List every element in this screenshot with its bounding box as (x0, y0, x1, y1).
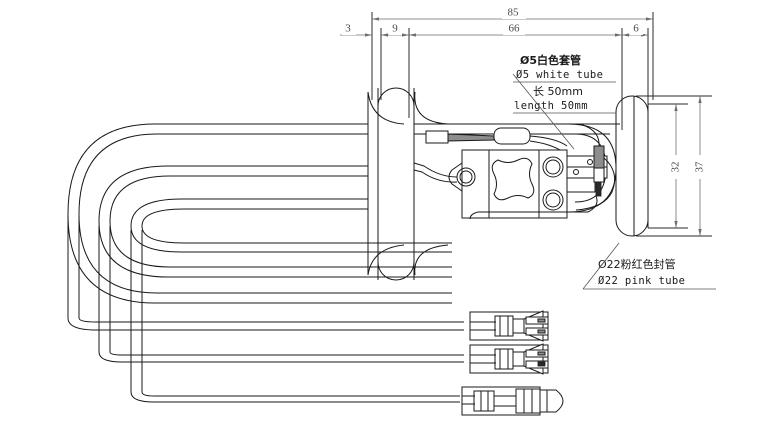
spade-1-crimp-barrel (494, 315, 514, 337)
vertical-dimensions: 32 37 (636, 95, 712, 237)
terminal-pin-collar (593, 145, 605, 169)
pink-tube-note-line1: Ø22粉红色封管 (598, 257, 676, 271)
white-tube-note-line4: length 50mm (514, 100, 588, 112)
dim-label-3: 3 (345, 23, 351, 35)
dim-label-9: 9 (392, 23, 398, 35)
dim-label-32: 32 (670, 162, 682, 173)
tube-loop-inner-line-a (131, 199, 452, 252)
terminal-pin-body (593, 167, 605, 183)
end-cap-inner-return (568, 124, 616, 212)
spade-2-contact-upper (537, 351, 546, 356)
end-cap-outline (616, 96, 648, 236)
terminal-pin-tip (595, 181, 602, 197)
spade-1-contact-lower (537, 329, 546, 334)
spade-1-neck (512, 318, 525, 334)
sleeve-left-crimp (425, 130, 449, 144)
dim-label-66: 66 (509, 23, 521, 35)
lead-wires (68, 214, 464, 402)
terminal-screw-lower (574, 170, 579, 175)
lead-wire-2-line-b (110, 226, 464, 355)
lead-wire-2-line-a (99, 226, 464, 362)
horizontal-dimensions (340, 17, 653, 37)
white-tube-note-line1: Ø5白色套管 (520, 53, 581, 67)
white-tube-note: Ø5白色套管 Ø5 white tube 长 50mm length 50mm (512, 53, 616, 150)
spade-2-slot-upper (525, 349, 549, 358)
spade-terminal-1 (469, 310, 549, 342)
white-tube-leader-line (512, 73, 575, 150)
white-sleeve-insulator (425, 127, 567, 152)
spade-terminal-2 (469, 343, 549, 375)
switch-box-mounting-ear (449, 163, 462, 191)
switch-box-ear-wire-2 (414, 170, 457, 182)
switch-box-port-lower-outer (543, 190, 563, 210)
terminal-wire-return-tail (470, 212, 478, 219)
horizontal-dimension-labels: 85 3 9 66 6 (342, 6, 643, 35)
lead-wire-1-line-b (79, 214, 464, 322)
sleeve-barrel (493, 127, 531, 145)
spade-1-slot-upper (525, 316, 549, 325)
bullet-terminal-3 (461, 386, 564, 416)
bullet-3-crimp-barrel (473, 390, 495, 412)
dim-label-37: 37 (694, 161, 706, 173)
bullet-3-nose (539, 389, 564, 413)
switch-box-scalloped-window (492, 158, 534, 200)
flange-fillet-lower-right (415, 245, 448, 275)
dim-label-6: 6 (633, 23, 639, 35)
flange-fillet-upper-left (368, 92, 404, 124)
thermostat-switch-box (414, 149, 568, 219)
heating-element-tube-loops (68, 124, 452, 303)
tube-loop-middle-line-b (110, 176, 452, 267)
sleeve-exit-wire (530, 136, 567, 146)
mounting-flange (368, 88, 448, 280)
white-tube-note-line3: 长 50mm (533, 85, 583, 98)
dim-label-85: 85 (508, 7, 520, 19)
lead-wire-3-line-a (131, 230, 460, 402)
tube-loop-outer-line-a (68, 124, 452, 303)
spade-1-contact-upper (537, 318, 546, 323)
lead-wire-1-line-a (68, 214, 464, 330)
pink-tube-leader-line (582, 242, 620, 290)
tube-loop-inner-line-b (142, 209, 452, 243)
bullet-3-collar (515, 388, 541, 414)
terminal-screw-upper (588, 160, 593, 165)
terminal-wire-down (576, 158, 615, 210)
sleeve-inner-wire (447, 133, 495, 142)
switch-box-port-upper-outer (543, 157, 563, 177)
terminal-wire-return (478, 196, 597, 212)
spade-2-contact-lower (537, 361, 546, 367)
dimension-extension-lines (371, 12, 654, 130)
white-tube-note-line2: Ø5 white tube (516, 69, 603, 81)
spade-2-slot-lower (525, 360, 549, 369)
spade-2-neck (512, 351, 525, 367)
switch-box-terminal-block (470, 124, 615, 219)
pink-tube-note-line2: Ø22 pink tube (598, 275, 685, 287)
switch-box-ear-wire (414, 163, 457, 177)
lead-wire-3-line-b (142, 230, 460, 396)
switch-box-port-upper-inner (546, 160, 560, 174)
spade-1-slot-lower (525, 327, 549, 336)
terminal-wire-up (580, 124, 599, 146)
flange-fillet-upper-right (415, 92, 448, 124)
terminal-block-lower (566, 177, 596, 193)
pink-tube-note: Ø22粉红色封管 Ø22 pink tube (582, 242, 716, 290)
tube-loop-middle-line-a (99, 166, 452, 277)
flange-fillet-lower-left (368, 245, 404, 275)
bullet-3-neck (493, 395, 517, 407)
switch-box-mounting-hole-inner (460, 171, 472, 183)
switch-box-port-lower-inner (546, 193, 560, 207)
spade-2-crimp-barrel (494, 348, 514, 370)
